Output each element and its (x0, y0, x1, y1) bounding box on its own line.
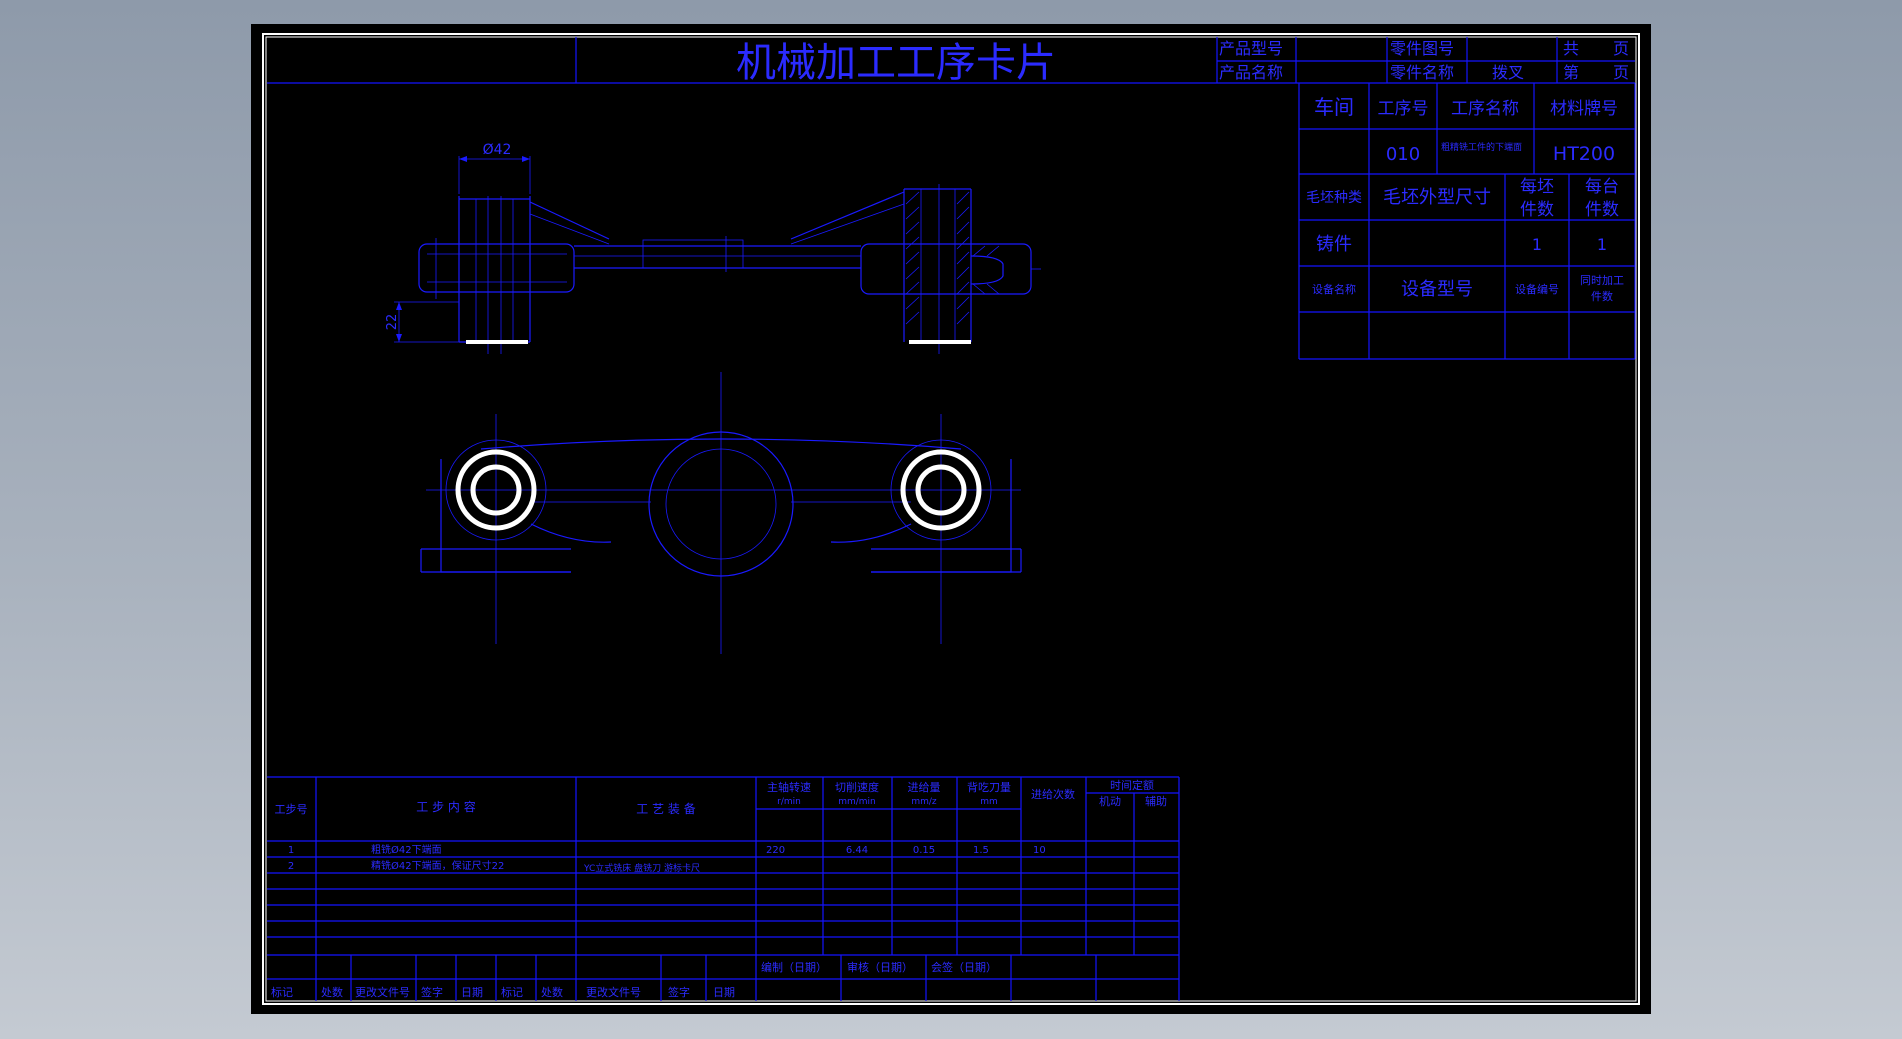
machined-face-left (466, 340, 528, 344)
compile-label: 编制（日期） (761, 960, 827, 974)
hole-outer-right (900, 449, 982, 531)
product-model-label: 产品型号 (1219, 39, 1283, 58)
title-block (267, 37, 1635, 84)
page-title: 机械加工工序卡片 (736, 40, 1056, 86)
change-doc-label-1: 更改文件号 (355, 985, 410, 999)
simultaneous-label-1: 同时加工 (1580, 274, 1624, 287)
blank-size-label: 毛坯外型尺寸 (1383, 187, 1491, 208)
equipment-model-label: 设备型号 (1401, 279, 1473, 300)
count-label-2: 处数 (541, 986, 563, 999)
equipment-header: 工 艺 装 备 (636, 802, 695, 816)
blank-type-label: 毛坯种类 (1306, 190, 1362, 206)
total-pages-label: 共 (1563, 39, 1579, 58)
parts-per-unit-label-2: 件数 (1585, 200, 1619, 220)
feed-unit: mm/z (911, 797, 937, 807)
feed-value: 0.15 (913, 845, 935, 856)
parts-per-unit-label-1: 每台 (1585, 177, 1619, 197)
steps-table-grid (267, 776, 1180, 1001)
machined-face-right (909, 340, 971, 344)
signature-label-2: 签字 (668, 985, 690, 999)
process-no-value: 010 (1386, 144, 1420, 165)
cutting-speed-value: 6.44 (846, 845, 868, 856)
spindle-speed-value: 220 (766, 845, 785, 856)
product-name-label: 产品名称 (1219, 63, 1283, 82)
review-label: 审核（日期） (847, 960, 913, 974)
part-name-value: 拨叉 (1492, 63, 1524, 82)
signature-label-1: 签字 (421, 985, 443, 999)
depth-header: 背吃刀量 (967, 780, 1011, 794)
mark-label-2: 标记 (501, 985, 523, 999)
cutting-speed-unit: mm/min (838, 797, 876, 807)
date-label-1: 日期 (461, 986, 483, 999)
passes-value: 10 (1033, 845, 1046, 856)
hole-outer-left (455, 449, 537, 531)
process-no-label: 工序号 (1378, 99, 1429, 119)
feed-header: 进给量 (908, 781, 941, 794)
blank-type-value: 铸件 (1316, 234, 1352, 255)
info-table-grid (1298, 83, 1636, 360)
parts-per-blank-value: 1 (1532, 235, 1542, 254)
mark-label-1: 标记 (271, 985, 293, 999)
step-1-no: 1 (288, 845, 294, 856)
parts-per-blank-label-2: 件数 (1520, 200, 1554, 220)
date-label-2: 日期 (713, 986, 735, 999)
spindle-speed-unit: r/min (777, 797, 801, 807)
part-name-label: 零件名称 (1390, 63, 1454, 82)
workshop-label: 车间 (1314, 95, 1354, 119)
dimension-diameter: Ø42 (483, 142, 512, 158)
material-value: HT200 (1553, 143, 1615, 165)
total-pages-unit: 页 (1613, 39, 1629, 58)
time-quota-header: 时间定额 (1110, 778, 1154, 792)
spindle-speed-header: 主轴转速 (767, 780, 811, 794)
passes-header: 进给次数 (1031, 787, 1075, 801)
step-1-content: 粗铣Ø42下端面 (371, 843, 442, 856)
current-page-unit: 页 (1613, 63, 1629, 82)
process-name-label: 工序名称 (1451, 99, 1519, 119)
cutting-speed-header: 切削速度 (835, 780, 879, 794)
depth-value: 1.5 (973, 845, 989, 856)
change-doc-label-2: 更改文件号 (586, 985, 641, 999)
step-2-content: 精铣Ø42下端面，保证尺寸22 (371, 859, 504, 872)
step-2-no: 2 (288, 861, 294, 872)
inner-border (265, 36, 1637, 1002)
equipment-name-label: 设备名称 (1312, 282, 1356, 296)
dimension-height: 22 (385, 314, 400, 331)
equipment-no-label: 设备编号 (1515, 282, 1559, 296)
part-drawing-no-label: 零件图号 (1390, 39, 1454, 58)
step-content-header: 工 步 内 容 (416, 799, 475, 814)
drawing-sheet[interactable]: 机械加工工序卡片 产品型号 产品名称 零件图号 零件名称 拨叉 共 页 第 页 … (251, 24, 1651, 1014)
outer-border (262, 33, 1640, 1005)
count-label-1: 处数 (321, 986, 343, 999)
simultaneous-label-2: 件数 (1591, 290, 1613, 303)
process-name-value: 粗精铣工件的下端面 (1441, 141, 1522, 153)
part-top-view[interactable] (420, 372, 1022, 654)
depth-unit: mm (980, 797, 998, 807)
part-front-view[interactable]: Ø42 22 (385, 142, 1041, 354)
countersign-label: 会签（日期） (931, 960, 997, 974)
current-page-label: 第 (1563, 63, 1579, 82)
equipment-value: YC立式铣床 盘铣刀 游标卡尺 (583, 862, 700, 874)
step-no-header: 工步号 (275, 803, 308, 816)
machine-time-header: 机动 (1099, 794, 1121, 808)
aux-time-header: 辅助 (1145, 794, 1167, 808)
hole-inner-left (470, 464, 522, 516)
parts-per-unit-value: 1 (1597, 235, 1607, 254)
hole-inner-right (915, 464, 967, 516)
parts-per-blank-label-1: 每坯 (1520, 177, 1554, 197)
material-label: 材料牌号 (1550, 99, 1618, 119)
